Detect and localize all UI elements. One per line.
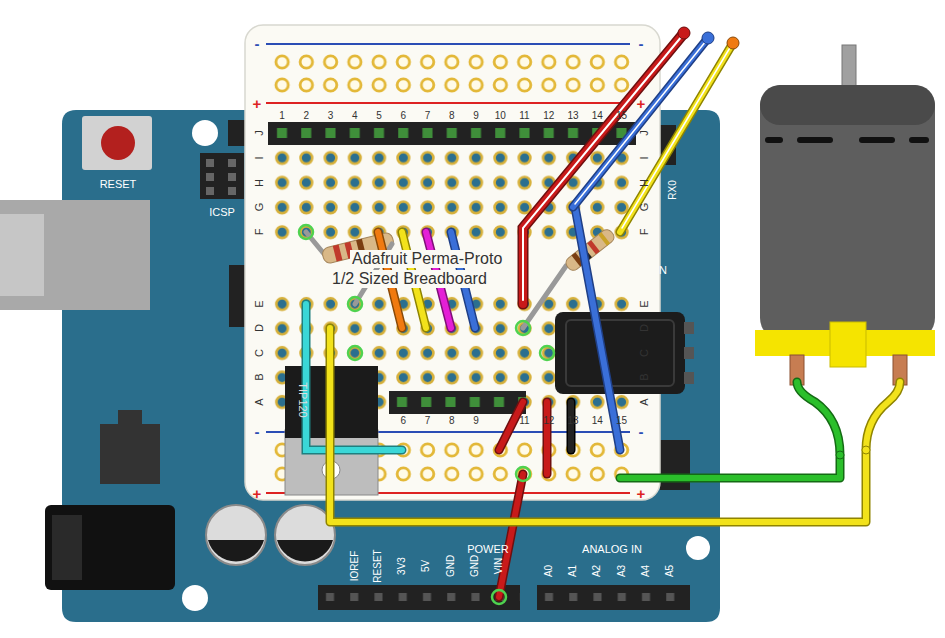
pin-name: A5 <box>665 565 675 577</box>
column-number: 5 <box>376 111 382 121</box>
row-letter: B <box>639 373 650 380</box>
column-number: 14 <box>592 416 603 426</box>
pin-name: A2 <box>592 565 602 577</box>
row-letter: H <box>639 179 650 187</box>
row-letter: J <box>254 130 265 136</box>
row-letter: E <box>639 300 650 307</box>
column-number: 6 <box>400 111 406 121</box>
row-letter: B <box>254 373 265 380</box>
column-number: 11 <box>519 416 529 426</box>
row-letter: I <box>254 156 265 159</box>
pin-name: A4 <box>641 565 651 577</box>
row-letter: F <box>639 229 650 236</box>
pin-name: RX0 <box>668 180 678 199</box>
rail-sign: + <box>253 96 262 111</box>
column-number: 11 <box>519 111 529 121</box>
column-number: 15 <box>616 111 627 121</box>
column-number: 1 <box>279 111 285 121</box>
column-number: 6 <box>400 416 406 426</box>
header-label: ANALOG IN <box>582 544 642 555</box>
board-label: N <box>659 265 667 276</box>
rail-sign: - <box>639 36 644 51</box>
pin-name: A0 <box>544 565 554 577</box>
rail-sign: - <box>255 36 260 51</box>
column-number: 13 <box>567 416 578 426</box>
column-number: 4 <box>352 111 358 121</box>
row-letter: E <box>254 300 265 307</box>
button-label: RESET <box>100 179 137 190</box>
column-number: 15 <box>616 416 627 426</box>
pin-name: VIN <box>494 558 504 575</box>
column-number: 13 <box>567 111 578 121</box>
column-number: 3 <box>328 111 334 121</box>
pin-name: IOREF <box>350 551 360 582</box>
pin-name: GND <box>446 555 456 577</box>
row-letter: C <box>639 349 650 357</box>
part-number: TIP120 <box>297 382 308 417</box>
row-letter: C <box>254 349 265 357</box>
header-label: ICSP <box>209 207 235 218</box>
board-name: Adafruit Perma-Proto <box>350 250 504 268</box>
column-number: 8 <box>449 111 455 121</box>
pin-name: RESET <box>373 549 383 582</box>
row-letter: D <box>254 324 265 332</box>
rail-sign: + <box>637 486 646 501</box>
column-number: 8 <box>449 416 455 426</box>
board-name: 1/2 Sized Breadboard <box>330 270 489 288</box>
column-number: 7 <box>425 416 431 426</box>
row-letter: D <box>639 324 650 332</box>
pin-name: 5V <box>421 560 431 572</box>
rail-sign: + <box>637 96 646 111</box>
pin-name: A3 <box>617 565 627 577</box>
pin-name: GND <box>470 555 480 577</box>
row-letter: H <box>254 179 265 187</box>
column-number: 12 <box>543 111 554 121</box>
rail-sign: - <box>255 424 260 439</box>
row-letter: J <box>639 130 650 136</box>
row-letter: F <box>254 229 265 236</box>
column-number: 7 <box>425 111 431 121</box>
column-number: 9 <box>473 111 479 121</box>
column-number: 12 <box>543 416 554 426</box>
row-letter: I <box>639 156 650 159</box>
row-letter: A <box>639 398 650 405</box>
pin-name: 3V3 <box>397 557 407 575</box>
row-letter: A <box>254 398 265 405</box>
row-letter: G <box>639 203 650 212</box>
column-number: 9 <box>473 416 479 426</box>
row-letter: G <box>254 203 265 212</box>
rail-sign: - <box>639 424 644 439</box>
pin-name: A1 <box>568 565 578 577</box>
rail-sign: + <box>253 486 262 501</box>
column-number: 10 <box>495 111 506 121</box>
header-label: POWER <box>467 544 509 555</box>
column-number: 14 <box>592 111 603 121</box>
column-number: 2 <box>303 111 309 121</box>
